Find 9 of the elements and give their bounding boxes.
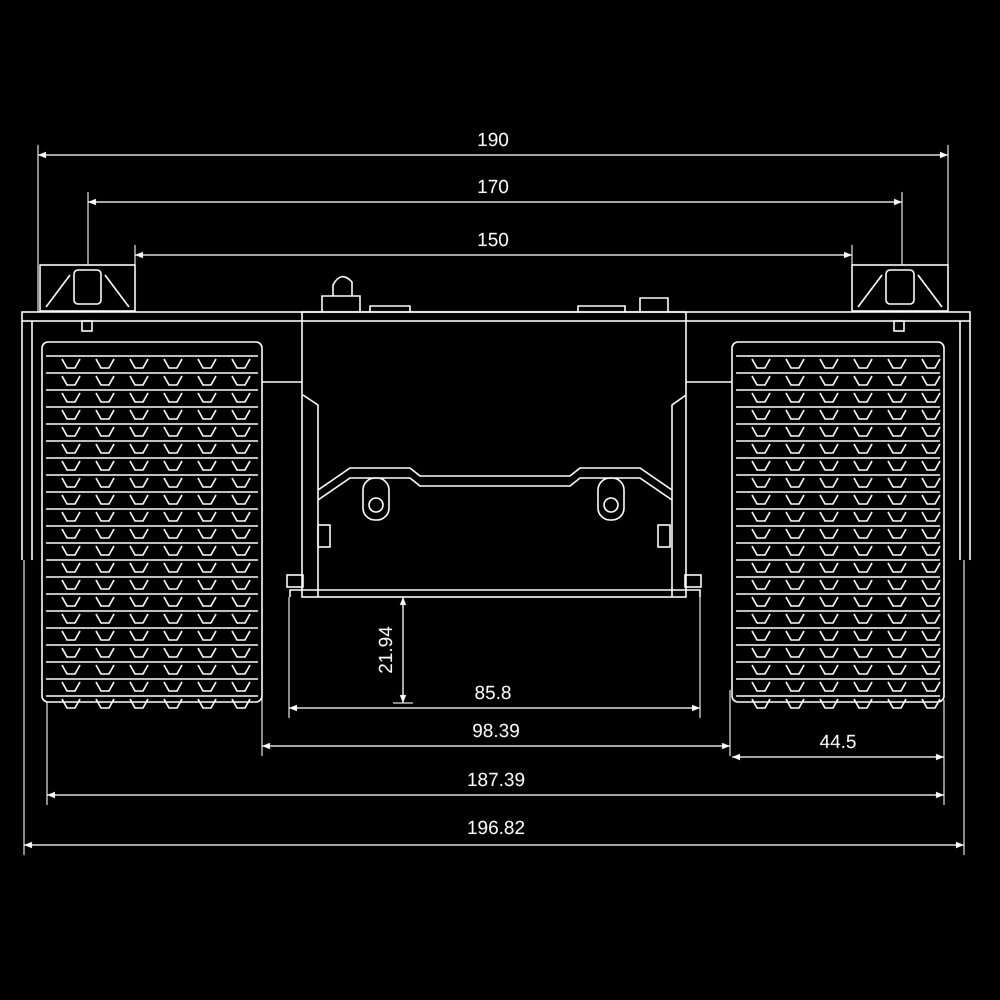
dimension-value: 170 <box>477 178 509 198</box>
dimension-value: 190 <box>477 131 509 151</box>
dimension-value: 98.39 <box>472 722 520 742</box>
dimension-value: 44.5 <box>820 733 856 753</box>
dimension-value: 85.8 <box>474 684 512 704</box>
dimension-value: 150 <box>477 231 509 251</box>
dimension-value: 196.82 <box>466 819 526 839</box>
dimension-value: 187.39 <box>466 771 526 791</box>
dimension-value: 21.94 <box>377 626 397 674</box>
